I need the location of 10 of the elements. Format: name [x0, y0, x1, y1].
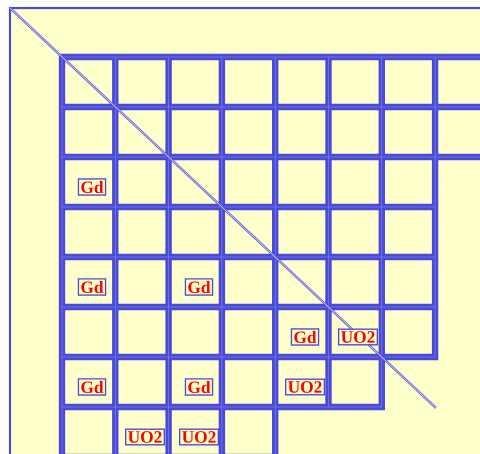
- material-box: UO2: [125, 428, 165, 446]
- material-box: Gd: [78, 278, 106, 296]
- material-box: UO2: [179, 428, 219, 446]
- material-box: Gd: [290, 328, 320, 346]
- material-box: UO2: [338, 328, 378, 346]
- material-box: UO2: [285, 378, 325, 396]
- material-box: Gd: [184, 278, 214, 296]
- material-box: Gd: [78, 378, 106, 396]
- material-box: Gd: [184, 378, 214, 396]
- material-box: Gd: [78, 178, 106, 196]
